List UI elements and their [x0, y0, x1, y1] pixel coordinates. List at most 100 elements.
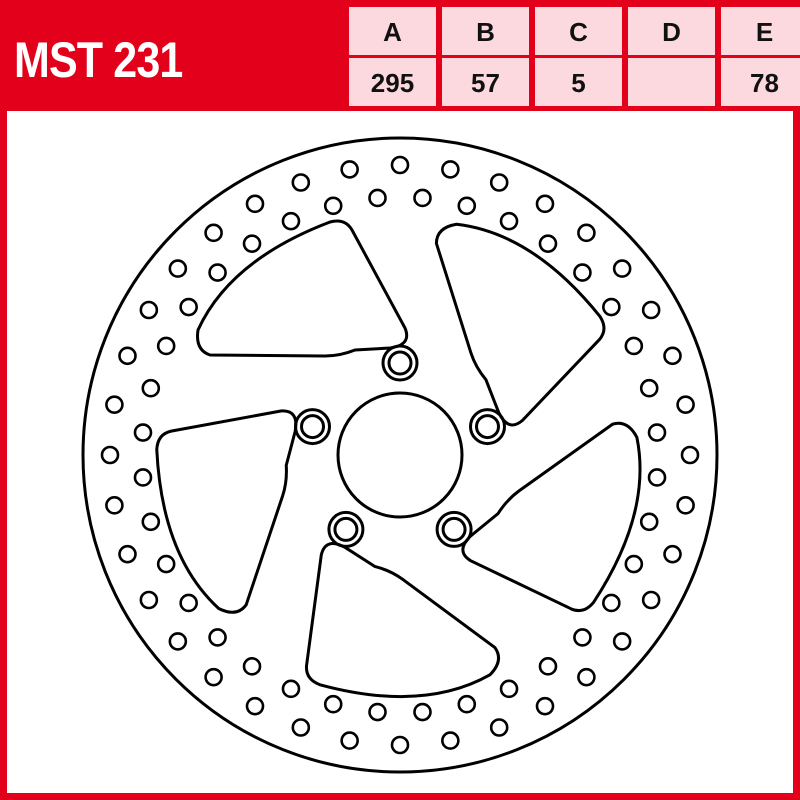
drill-hole — [680, 445, 700, 465]
drill-hole — [340, 160, 359, 179]
column-header-d: D — [628, 7, 715, 55]
cross-drilled-holes — [100, 155, 700, 755]
cutout-window — [304, 542, 501, 699]
cutout-window — [196, 219, 409, 358]
drill-hole — [368, 188, 387, 208]
drill-hole — [489, 173, 509, 192]
drill-hole — [602, 297, 621, 317]
drill-hole — [441, 731, 460, 750]
drill-hole — [133, 423, 153, 442]
drill-hole — [281, 211, 301, 231]
drill-hole — [100, 445, 120, 465]
value-a: 295 — [349, 58, 436, 106]
cutout-window — [155, 409, 298, 614]
drill-hole — [647, 423, 667, 442]
drill-hole — [577, 667, 596, 687]
drill-hole — [639, 512, 659, 532]
drill-hole — [641, 590, 661, 610]
bolt-hole-outer — [468, 408, 506, 446]
drill-hole — [368, 702, 387, 722]
drill-hole — [535, 194, 555, 214]
drill-hole — [538, 234, 558, 253]
drawing-panel — [7, 111, 793, 793]
drill-hole — [179, 593, 198, 613]
drill-hole — [624, 336, 644, 356]
drill-hole — [641, 300, 661, 320]
drill-hole — [390, 155, 410, 175]
drill-hole — [624, 554, 644, 574]
part-number-title: MST 231 — [14, 32, 183, 88]
bolt-hole-inner — [474, 414, 500, 440]
disc-outer-edge — [81, 136, 719, 774]
drill-hole — [340, 731, 359, 750]
drill-hole — [168, 632, 188, 651]
drill-hole — [413, 702, 432, 722]
drill-hole — [141, 378, 161, 398]
drill-hole — [676, 496, 695, 515]
drill-hole — [499, 679, 519, 699]
drill-hole — [441, 160, 460, 179]
drill-hole — [208, 628, 227, 647]
cutout-window — [461, 421, 642, 613]
drill-hole — [291, 718, 311, 737]
bolt-hole-inner — [333, 516, 359, 542]
drill-hole — [208, 263, 227, 282]
drill-hole — [413, 188, 432, 208]
drill-hole — [105, 395, 124, 414]
drill-hole — [139, 590, 159, 610]
column-header-a: A — [349, 7, 436, 55]
drill-hole — [647, 468, 667, 487]
drill-hole — [323, 196, 343, 216]
drill-hole — [118, 544, 137, 564]
dimension-table: A B C D E 295 57 5 78 — [349, 7, 800, 106]
drill-hole — [457, 694, 477, 714]
drill-hole — [281, 679, 301, 699]
drill-hole — [141, 512, 161, 532]
column-header-c: C — [535, 7, 622, 55]
drill-hole — [168, 259, 188, 278]
drill-hole — [538, 657, 558, 676]
drill-hole — [489, 718, 509, 737]
drill-hole — [676, 395, 695, 414]
drill-hole — [573, 628, 592, 647]
value-c: 5 — [535, 58, 622, 106]
drill-hole — [156, 554, 176, 574]
drill-hole — [133, 468, 153, 487]
drill-hole — [663, 346, 682, 366]
drill-hole — [139, 300, 159, 320]
drill-hole — [457, 196, 477, 216]
value-e: 78 — [721, 58, 800, 106]
drill-hole — [535, 696, 555, 716]
drill-hole — [245, 696, 265, 716]
drill-hole — [204, 667, 223, 687]
bolt-hole-inner — [441, 516, 467, 542]
drill-hole — [663, 544, 682, 564]
drill-hole — [156, 336, 176, 356]
column-header-e: E — [721, 7, 800, 55]
drill-hole — [639, 378, 659, 398]
bolt-hole-outer — [435, 510, 473, 548]
drill-hole — [577, 223, 596, 243]
drill-hole — [612, 632, 632, 651]
drill-hole — [390, 735, 410, 755]
value-d — [628, 58, 715, 106]
drill-hole — [573, 263, 592, 282]
drill-hole — [291, 173, 311, 192]
value-b: 57 — [442, 58, 529, 106]
cutout-window — [434, 222, 606, 427]
drill-hole — [179, 297, 198, 317]
drill-hole — [499, 211, 519, 231]
drill-hole — [242, 657, 262, 676]
drill-hole — [204, 223, 223, 243]
drill-hole — [105, 496, 124, 515]
drill-hole — [242, 234, 262, 253]
column-header-b: B — [442, 7, 529, 55]
lightening-cutouts — [155, 219, 642, 699]
drill-hole — [612, 259, 632, 278]
bolt-hole-inner — [387, 350, 413, 376]
hub-center-bore — [336, 391, 464, 519]
bolt-hole-inner — [300, 414, 326, 440]
drill-hole — [602, 593, 621, 613]
drill-hole — [245, 194, 265, 214]
